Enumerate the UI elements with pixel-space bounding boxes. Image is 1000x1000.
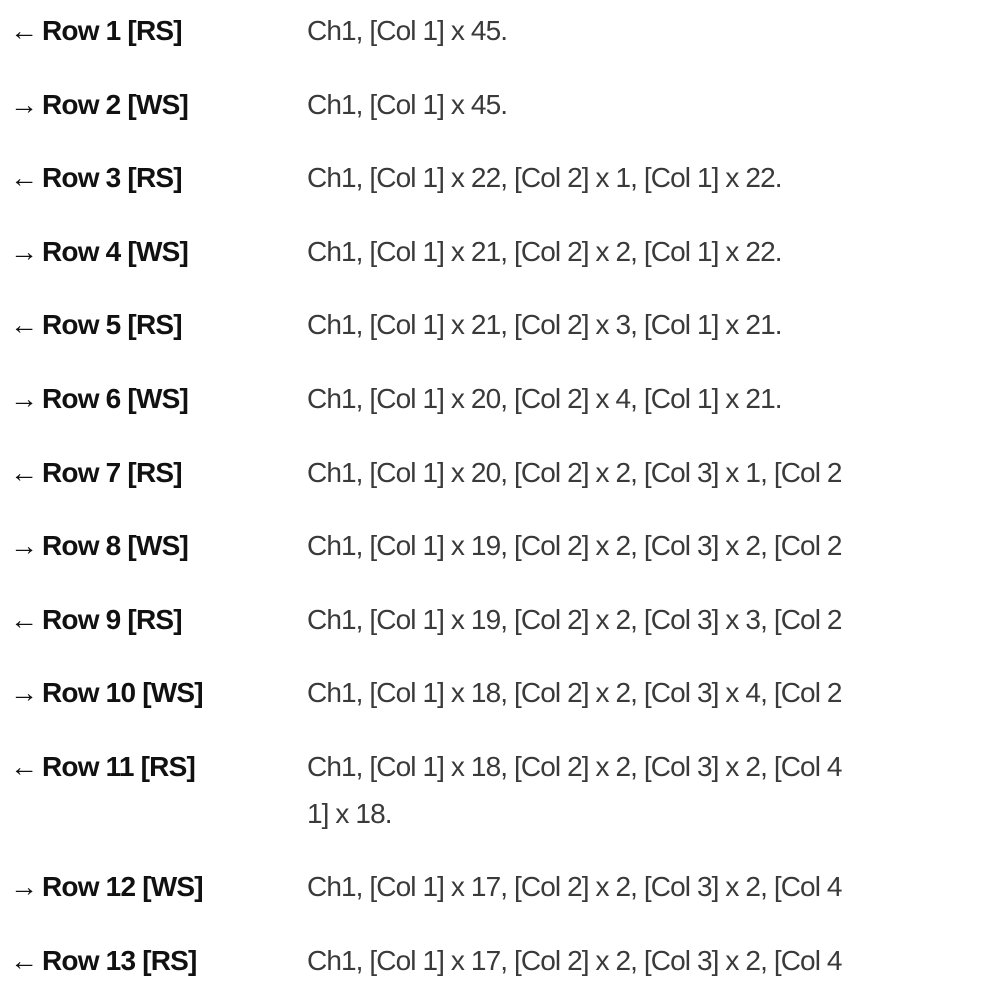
- row-stitch-text: Ch1, [Col 1] x 20, [Col 2] x 2, [Col 3] …: [307, 457, 842, 488]
- arrow-left-icon: ←: [10, 604, 38, 635]
- arrow-left-icon: ←: [10, 751, 38, 782]
- row-label-text: Row 10 [WS]: [42, 677, 204, 708]
- row-label-text: Row 6 [WS]: [42, 383, 189, 414]
- arrow-right-icon: →: [10, 89, 38, 120]
- row-instruction: →Row 2 [WS] Ch1, [Col 1] x 45.: [0, 89, 1000, 129]
- row-label-text: Row 13 [RS]: [42, 945, 197, 976]
- arrow-left-icon: ←: [10, 945, 38, 976]
- row-label: ←Row 13 [RS]: [10, 945, 197, 977]
- row-label-text: Row 1 [RS]: [42, 15, 183, 46]
- row-stitch-text: Ch1, [Col 1] x 21, [Col 2] x 3, [Col 1] …: [307, 309, 783, 340]
- row-label-text: Row 9 [RS]: [42, 604, 183, 635]
- row-instruction: ←Row 7 [RS] Ch1, [Col 1] x 20, [Col 2] x …: [0, 457, 1000, 497]
- row-instruction: ←Row 3 [RS] Ch1, [Col 1] x 22, [Col 2] x …: [0, 162, 1000, 202]
- row-label: ←Row 3 [RS]: [10, 162, 183, 194]
- row-stitch-text: Ch1, [Col 1] x 17, [Col 2] x 2, [Col 3] …: [307, 945, 842, 976]
- row-instruction: →Row 8 [WS] Ch1, [Col 1] x 19, [Col 2] x …: [0, 530, 1000, 570]
- arrow-right-icon: →: [10, 383, 38, 414]
- row-label-text: Row 12 [WS]: [42, 871, 204, 902]
- row-label: →Row 2 [WS]: [10, 89, 189, 121]
- row-label-text: Row 11 [RS]: [42, 751, 196, 782]
- arrow-left-icon: ←: [10, 309, 38, 340]
- row-instruction: ←Row 1 [RS] Ch1, [Col 1] x 45.: [0, 15, 1000, 55]
- row-stitch-text: Ch1, [Col 1] x 18, [Col 2] x 2, [Col 3] …: [307, 677, 842, 708]
- row-instruction: ←Row 5 [RS] Ch1, [Col 1] x 21, [Col 2] x …: [0, 309, 1000, 349]
- arrow-left-icon: ←: [10, 15, 38, 46]
- row-label: →Row 12 [WS]: [10, 871, 204, 903]
- row-instruction: →Row 6 [WS] Ch1, [Col 1] x 20, [Col 2] x …: [0, 383, 1000, 423]
- row-label-text: Row 3 [RS]: [42, 162, 183, 193]
- row-instruction: ←Row 13 [RS] Ch1, [Col 1] x 17, [Col 2] x…: [0, 945, 1000, 985]
- row-stitch-text: Ch1, [Col 1] x 22, [Col 2] x 1, [Col 1] …: [307, 162, 783, 193]
- row-label: →Row 4 [WS]: [10, 236, 189, 268]
- row-stitch-text: Ch1, [Col 1] x 18, [Col 2] x 2, [Col 3] …: [307, 751, 842, 782]
- row-label: →Row 8 [WS]: [10, 530, 189, 562]
- row-instruction: ←Row 9 [RS] Ch1, [Col 1] x 19, [Col 2] x …: [0, 604, 1000, 644]
- row-stitch-text-continued: 1] x 18.: [307, 798, 393, 829]
- row-label: →Row 10 [WS]: [10, 677, 204, 709]
- row-label: ←Row 1 [RS]: [10, 15, 183, 47]
- row-label: ←Row 5 [RS]: [10, 309, 183, 341]
- row-label-text: Row 5 [RS]: [42, 309, 183, 340]
- row-label-text: Row 7 [RS]: [42, 457, 183, 488]
- row-label-text: Row 2 [WS]: [42, 89, 189, 120]
- arrow-right-icon: →: [10, 871, 38, 902]
- row-label: ←Row 9 [RS]: [10, 604, 183, 636]
- arrow-left-icon: ←: [10, 457, 38, 488]
- row-label-text: Row 4 [WS]: [42, 236, 189, 267]
- row-label: ←Row 7 [RS]: [10, 457, 183, 489]
- row-stitch-text: Ch1, [Col 1] x 21, [Col 2] x 2, [Col 1] …: [307, 236, 783, 267]
- row-instruction: →Row 12 [WS] Ch1, [Col 1] x 17, [Col 2] x…: [0, 871, 1000, 911]
- row-label-text: Row 8 [WS]: [42, 530, 189, 561]
- row-label: →Row 6 [WS]: [10, 383, 189, 415]
- row-stitch-text: Ch1, [Col 1] x 45.: [307, 15, 508, 46]
- row-stitch-text: Ch1, [Col 1] x 20, [Col 2] x 4, [Col 1] …: [307, 383, 783, 414]
- row-stitch-text: Ch1, [Col 1] x 19, [Col 2] x 2, [Col 3] …: [307, 530, 842, 561]
- arrow-right-icon: →: [10, 677, 38, 708]
- row-instruction: →Row 4 [WS] Ch1, [Col 1] x 21, [Col 2] x …: [0, 236, 1000, 276]
- arrow-right-icon: →: [10, 236, 38, 267]
- row-label: ←Row 11 [RS]: [10, 751, 196, 783]
- arrow-right-icon: →: [10, 530, 38, 561]
- row-instruction: ←Row 11 [RS] Ch1, [Col 1] x 18, [Col 2] …: [0, 751, 1000, 829]
- arrow-left-icon: ←: [10, 162, 38, 193]
- row-stitch-text: Ch1, [Col 1] x 45.: [307, 89, 508, 120]
- row-stitch-text: Ch1, [Col 1] x 17, [Col 2] x 2, [Col 3] …: [307, 871, 842, 902]
- row-stitch-text: Ch1, [Col 1] x 19, [Col 2] x 2, [Col 3] …: [307, 604, 842, 635]
- row-instruction: →Row 10 [WS] Ch1, [Col 1] x 18, [Col 2] x…: [0, 677, 1000, 717]
